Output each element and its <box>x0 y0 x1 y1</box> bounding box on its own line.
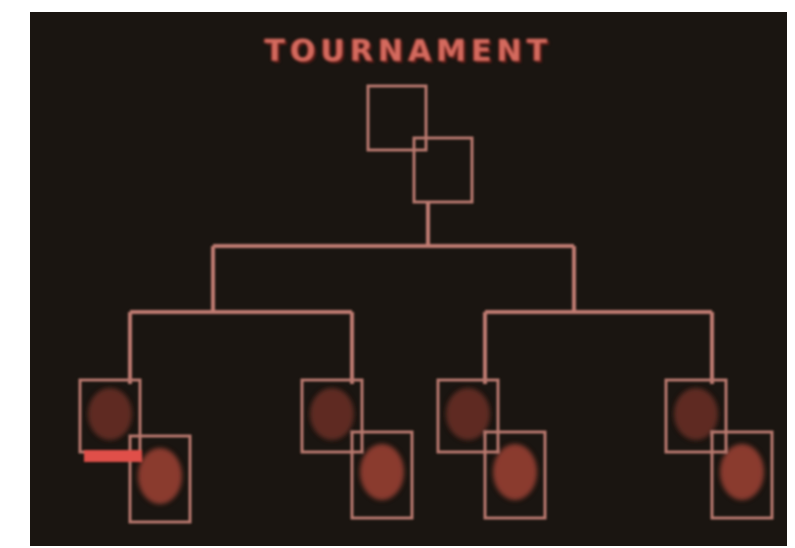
fighter-portrait-back <box>446 388 490 440</box>
tournament-title: TOURNAMENT <box>30 34 787 69</box>
bracket-diagram <box>30 12 787 546</box>
champion-slot-upper <box>368 86 426 150</box>
tournament-screen: TOURNAMENT <box>30 12 787 546</box>
champion-slot-lower <box>414 138 472 202</box>
fighter-portrait-back <box>310 388 354 440</box>
fighter-slot-4[interactable] <box>666 380 772 518</box>
fighter-portrait-front <box>493 444 537 500</box>
fighter-portrait-front <box>360 444 404 500</box>
fighter-portrait-front <box>138 448 182 504</box>
fighter-slot-1[interactable] <box>80 380 190 522</box>
fighter-slot-2[interactable] <box>302 380 412 518</box>
fighter-portrait-back <box>88 388 132 440</box>
selected-fighter-bar <box>84 450 142 462</box>
fighter-slot-3[interactable] <box>438 380 545 518</box>
